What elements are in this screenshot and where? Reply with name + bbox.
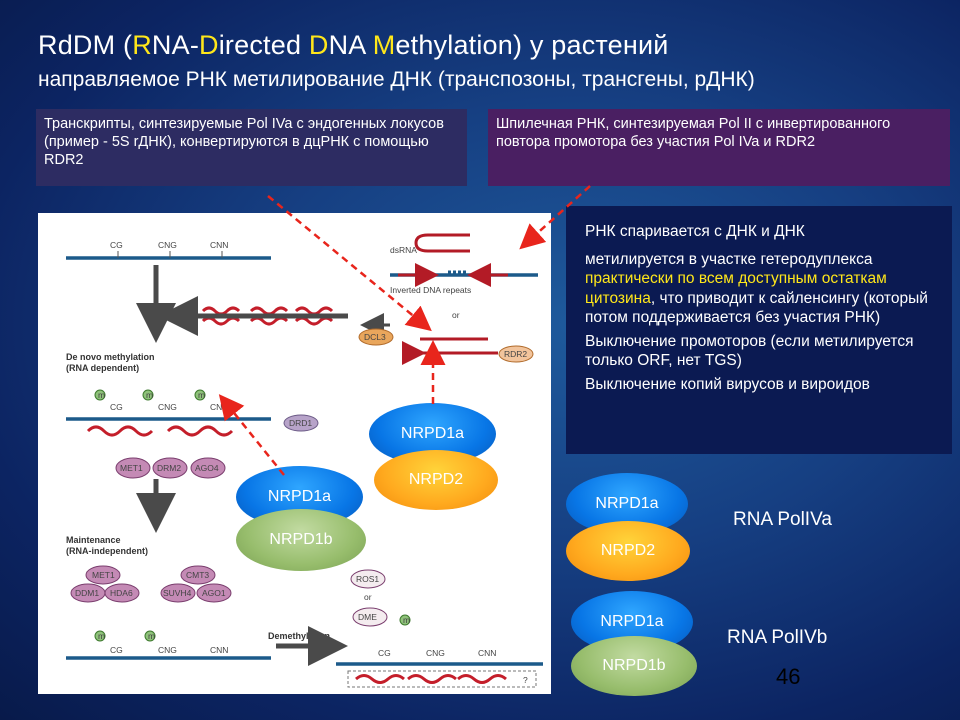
inverted-repeats-label: Inverted DNA repeats <box>390 285 471 295</box>
cnn-label: CNN <box>210 402 228 412</box>
ago1-label: AGO1 <box>202 588 226 598</box>
cnn-label: CNN <box>210 240 228 250</box>
cg-label: CG <box>378 648 391 658</box>
slide-title: RdDM (RNA-Directed DNA Methylation) у ра… <box>38 30 669 61</box>
cg-label: CG <box>110 402 123 412</box>
maintenance-label: Maintenance <box>66 535 121 545</box>
page-number: 46 <box>776 664 801 689</box>
methyl-mark: m <box>148 631 155 641</box>
ago4-label: AGO4 <box>195 463 219 473</box>
cg-label: CG <box>110 240 123 250</box>
rnadep-label: (RNA dependent) <box>66 363 139 373</box>
dcl3-protein <box>358 328 394 346</box>
rdr2-label: RDR2 <box>504 349 527 359</box>
methyl-mark: m <box>98 390 105 400</box>
title-part: NA <box>328 30 373 60</box>
cmt3-label: CMT3 <box>186 570 209 580</box>
nrpd2-subunit: NRPD2 <box>374 450 498 510</box>
title-part: D <box>199 30 219 60</box>
or-label-bottom: or <box>364 592 372 602</box>
panel-line-1: РНК спаривается с ДНК и ДНК <box>585 223 805 240</box>
methyl-mark: m <box>98 631 105 641</box>
cg-label: CG <box>110 645 123 655</box>
or-label-top: or <box>452 310 460 320</box>
legend-nrpd2: NRPD2 <box>566 521 690 581</box>
pol-ivb-label: RNA PolIVb <box>727 627 828 648</box>
ros1-label: ROS1 <box>356 574 379 584</box>
met1-maint-label: MET1 <box>92 570 115 580</box>
dsrna-hairpin <box>414 233 470 253</box>
title-part: NA- <box>151 30 200 60</box>
suvh4-label: SUVH4 <box>163 588 192 598</box>
dme-label: DME <box>358 612 377 622</box>
met1-protein <box>115 457 151 479</box>
panel-text: метилируется в участке гетеродуплекса <box>585 250 873 268</box>
rnaind-label: (RNA-independent) <box>66 546 148 556</box>
met1-label: MET1 <box>120 463 143 473</box>
panel-highlight: практически по всем доступным остаткам ц… <box>585 270 887 307</box>
unknown-mark: ? <box>523 675 528 685</box>
guide-rna-wave <box>86 425 234 437</box>
title-part: D <box>308 30 329 60</box>
title-part: irected <box>218 30 309 60</box>
dcl3-label: DCL3 <box>364 332 386 342</box>
demethylation-label: Demethylation <box>268 631 330 641</box>
cnn-label: CNN <box>210 645 228 655</box>
title-part: RdDM ( <box>38 30 133 60</box>
pol4a-transcripts-note: Транскрипты, синтезируемые Pol IVa с энд… <box>36 109 467 186</box>
denovo-label: De novo methylation <box>66 352 155 362</box>
dsrna-label: dsRNA <box>390 245 417 255</box>
drd1-label: DRD1 <box>289 418 312 428</box>
rdr2-protein <box>498 345 534 363</box>
pol-iva-label: RNA PolIVa <box>733 509 832 530</box>
methyl-mark: m <box>198 390 205 400</box>
cng-label: CNG <box>158 240 177 250</box>
cnn-label: CNN <box>478 648 496 658</box>
ddm1-label: DDM1 <box>75 588 99 598</box>
panel-line-2: метилируется в участке гетеродуплекса пр… <box>585 250 942 328</box>
cng-label: CNG <box>158 645 177 655</box>
cng-label: CNG <box>158 402 177 412</box>
mechanism-panel: РНК спаривается с ДНК и ДНК метилируется… <box>566 206 952 454</box>
panel-line-3: Выключение промоторов (если метилируется… <box>585 332 914 370</box>
slide-subtitle: направляемое РНК метилирование ДНК (тран… <box>38 68 755 91</box>
title-part: M <box>372 30 396 60</box>
legend-nrpd1b: NRPD1b <box>571 636 697 696</box>
title-part: R <box>132 30 152 60</box>
ros1-protein <box>350 569 386 589</box>
panel-line-4: Выключение копий вирусов и вироидов <box>585 375 870 393</box>
hairpin-rna-note: Шпилечная РНК, синтезируемая Pol II с ин… <box>488 109 950 186</box>
methyl-mark: m <box>146 390 153 400</box>
nrpd1b-subunit: NRPD1b <box>236 509 366 571</box>
cng-label: CNG <box>426 648 445 658</box>
dme-protein <box>352 607 388 627</box>
title-part: ethylation) у растений <box>395 30 669 60</box>
hda6-label: HDA6 <box>110 588 133 598</box>
panel-text: , что приводит к сайленсингу (который по… <box>585 289 928 327</box>
drm2-label: DRM2 <box>157 463 181 473</box>
methyl-mark: m <box>403 615 410 625</box>
drm2-protein <box>152 457 188 479</box>
